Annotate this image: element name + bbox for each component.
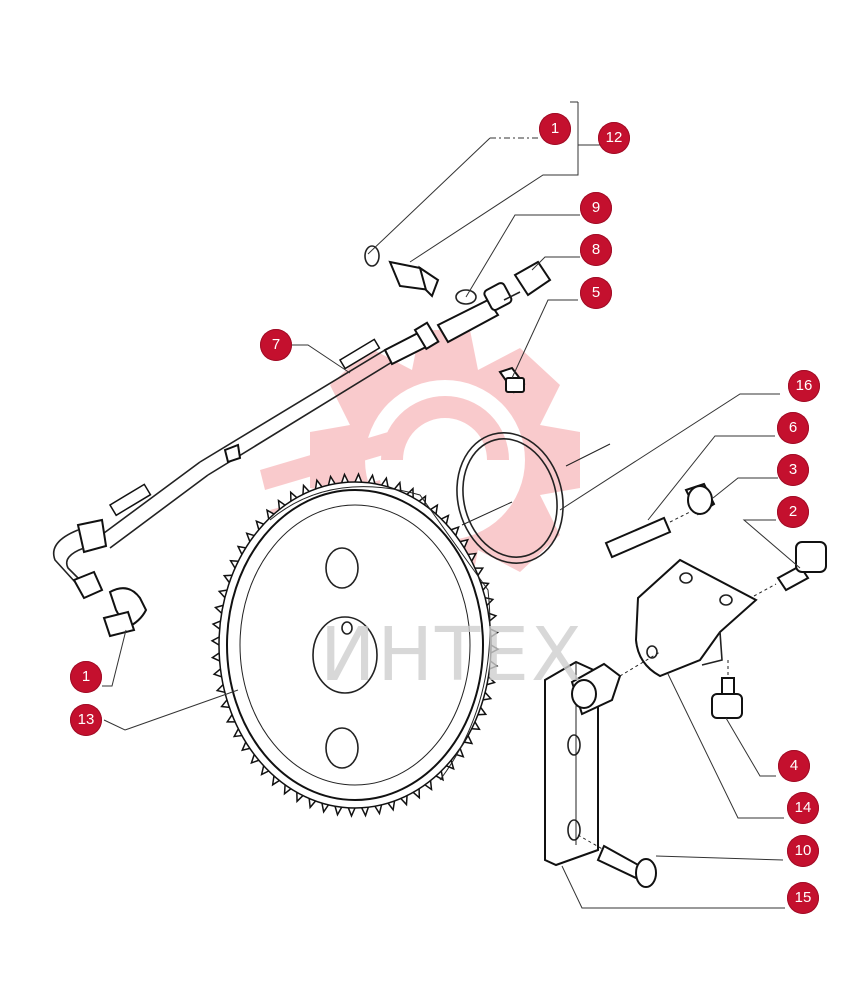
o-ring	[456, 432, 611, 564]
wheel-tooth	[265, 508, 275, 520]
wheel-tooth	[490, 628, 500, 638]
wheel-tooth	[459, 538, 470, 549]
wheel-tooth	[210, 636, 220, 646]
wheel-tooth	[430, 503, 439, 515]
wheel-tooth	[471, 721, 481, 731]
callout-4[interactable]: 4	[778, 750, 810, 782]
leader-lines	[102, 101, 801, 909]
small-screw	[498, 366, 526, 394]
wheel-tooth	[255, 519, 264, 530]
watermark-text: ИНТЕХ	[320, 612, 584, 698]
wheel-tooth	[211, 620, 221, 630]
callout-13[interactable]: 13	[70, 704, 102, 736]
wheel-tooth	[354, 472, 363, 483]
callout-10[interactable]: 10	[787, 835, 819, 867]
wheel-tooth	[464, 735, 474, 745]
wheel-tooth	[250, 754, 260, 765]
wheel-tooth	[450, 525, 460, 536]
callout-9[interactable]: 9	[580, 192, 612, 224]
wheel-tooth	[489, 660, 499, 670]
wheel-tooth	[271, 775, 280, 787]
wheel-tooth	[210, 652, 220, 662]
wheel-tooth	[236, 545, 246, 555]
wheel-tooth	[296, 792, 304, 804]
callout-1-lower[interactable]: 1	[70, 661, 102, 693]
wheel-tooth	[424, 780, 433, 792]
wheel-tooth	[225, 714, 236, 723]
wheel-tooth	[260, 765, 270, 776]
callout-8[interactable]: 8	[580, 234, 612, 266]
wheel-tooth	[467, 552, 478, 562]
wheel-tooth	[380, 476, 389, 488]
wheel-tooth	[477, 706, 488, 716]
flexible-pipe	[53, 321, 440, 600]
wheel-tooth	[455, 748, 465, 758]
bolts	[711, 541, 827, 719]
toothed-wheel	[210, 472, 500, 818]
wheel-tooth	[367, 473, 376, 484]
wheel-tooth	[474, 567, 485, 576]
wheel-tooth	[361, 806, 370, 818]
stud-and-nut	[604, 482, 716, 559]
callout-5[interactable]: 5	[580, 277, 612, 309]
callout-12[interactable]: 12	[598, 122, 630, 154]
upper-fitting	[364, 245, 440, 298]
bracket	[634, 558, 758, 678]
wheel-tooth	[374, 804, 383, 816]
wheel-tooth	[347, 807, 356, 818]
wheel-tooth	[232, 728, 243, 738]
wheel-tooth	[327, 474, 336, 486]
callout-7[interactable]: 7	[260, 329, 292, 361]
callout-16[interactable]: 16	[788, 370, 820, 402]
callout-15[interactable]: 15	[787, 882, 819, 914]
wheel-tooth	[440, 514, 450, 525]
wheel-tooth	[245, 532, 255, 542]
wheel-tooth	[229, 559, 239, 569]
callout-2[interactable]: 2	[777, 496, 809, 528]
wheel-tooth	[340, 472, 349, 484]
callout-6[interactable]: 6	[777, 412, 809, 444]
wheel-tooth	[283, 784, 292, 796]
elbow-fitting	[102, 587, 148, 638]
mounting-plate	[544, 651, 661, 888]
wheel-tooth	[334, 806, 343, 817]
wheel-tooth	[212, 668, 222, 678]
wheel-tooth	[412, 788, 421, 800]
wheel-tooth	[289, 490, 298, 502]
callout-14[interactable]: 14	[787, 792, 819, 824]
wheel-tooth	[240, 741, 251, 752]
wheel-tooth	[222, 574, 233, 584]
wheel-tooth	[277, 498, 286, 510]
union-fittings	[436, 260, 552, 344]
callout-3[interactable]: 3	[777, 454, 809, 486]
wheel-tooth	[490, 644, 500, 654]
wheel-tooth	[321, 802, 330, 814]
callout-1-upper[interactable]: 1	[539, 113, 571, 145]
